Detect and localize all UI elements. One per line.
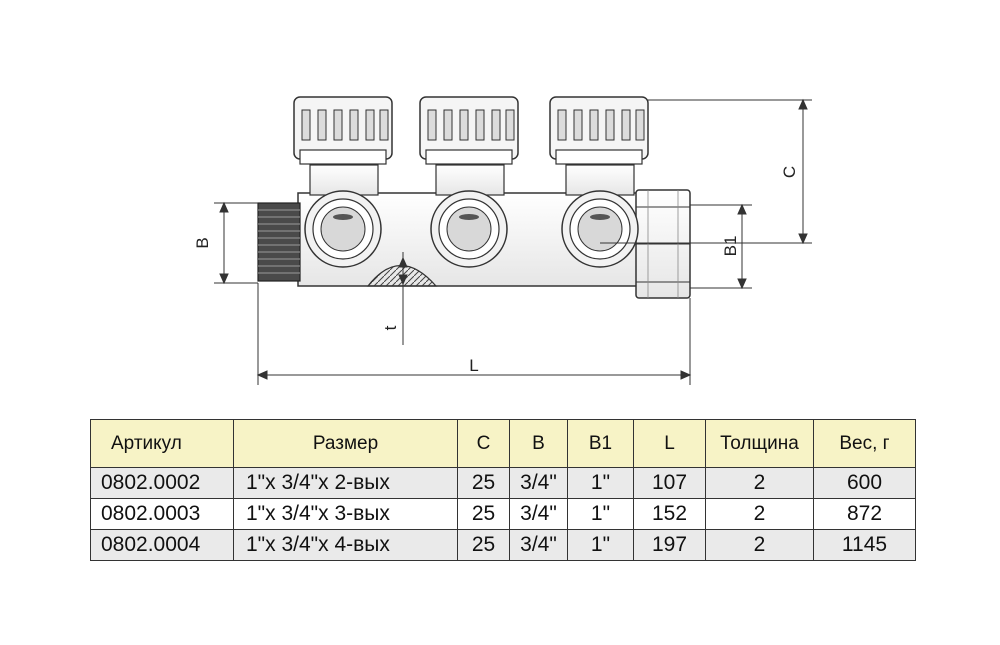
cell-b: 3/4" (509, 529, 568, 561)
cell-l: 197 (633, 529, 706, 561)
cell-b: 3/4" (509, 498, 568, 530)
cell-thickness: 2 (705, 498, 814, 530)
header-size: Размер (233, 419, 458, 468)
manifold-technical-drawing: B B1 C L t (193, 96, 812, 385)
cell-article: 0802.0004 (90, 529, 234, 561)
cell-l: 107 (633, 467, 706, 499)
dimension-b1 (690, 203, 752, 290)
cell-weight: 1145 (813, 529, 916, 561)
dimension-b (214, 201, 258, 285)
header-c: C (457, 419, 510, 468)
cell-article: 0802.0003 (90, 498, 234, 530)
table-header-row: Артикул Размер C B B1 L Толщина Вес, г (90, 419, 916, 468)
cell-b1: 1" (567, 467, 634, 499)
dimension-t (398, 252, 408, 345)
female-nut-end (635, 189, 691, 299)
cell-b1: 1" (567, 529, 634, 561)
dimension-l-label: L (469, 356, 478, 375)
outlet-valve (549, 96, 649, 268)
cell-c: 25 (457, 529, 510, 561)
cell-b: 3/4" (509, 467, 568, 499)
table-row: 0802.0003 1"x 3/4"x 3-вых 25 3/4" 1" 152… (90, 498, 916, 530)
cell-l: 152 (633, 498, 706, 530)
cell-thickness: 2 (705, 467, 814, 499)
dimension-b1-label: B1 (721, 236, 740, 257)
spec-table: Артикул Размер C B B1 L Толщина Вес, г 0… (90, 419, 916, 561)
header-l: L (633, 419, 706, 468)
cell-b1: 1" (567, 498, 634, 530)
cell-size: 1"x 3/4"x 3-вых (233, 498, 458, 530)
dimension-c (600, 98, 812, 245)
male-thread-end (257, 202, 301, 282)
outlet-valve (419, 96, 519, 268)
outlet-valve (293, 96, 393, 268)
cell-c: 25 (457, 498, 510, 530)
dimension-l (256, 283, 692, 385)
table-row: 0802.0002 1"x 3/4"x 2-вых 25 3/4" 1" 107… (90, 467, 916, 499)
header-weight: Вес, г (813, 419, 916, 468)
dimension-t-label: t (381, 325, 400, 330)
cell-weight: 600 (813, 467, 916, 499)
cell-size: 1"x 3/4"x 4-вых (233, 529, 458, 561)
header-b1: B1 (567, 419, 634, 468)
table-row: 0802.0004 1"x 3/4"x 4-вых 25 3/4" 1" 197… (90, 529, 916, 561)
dimension-c-label: C (780, 166, 799, 178)
cell-thickness: 2 (705, 529, 814, 561)
header-b: B (509, 419, 568, 468)
header-article: Артикул (90, 419, 234, 468)
cell-c: 25 (457, 467, 510, 499)
cell-article: 0802.0002 (90, 467, 234, 499)
cell-size: 1"x 3/4"x 2-вых (233, 467, 458, 499)
dimension-b-label: B (193, 237, 212, 248)
header-thickness: Толщина (705, 419, 814, 468)
cell-weight: 872 (813, 498, 916, 530)
